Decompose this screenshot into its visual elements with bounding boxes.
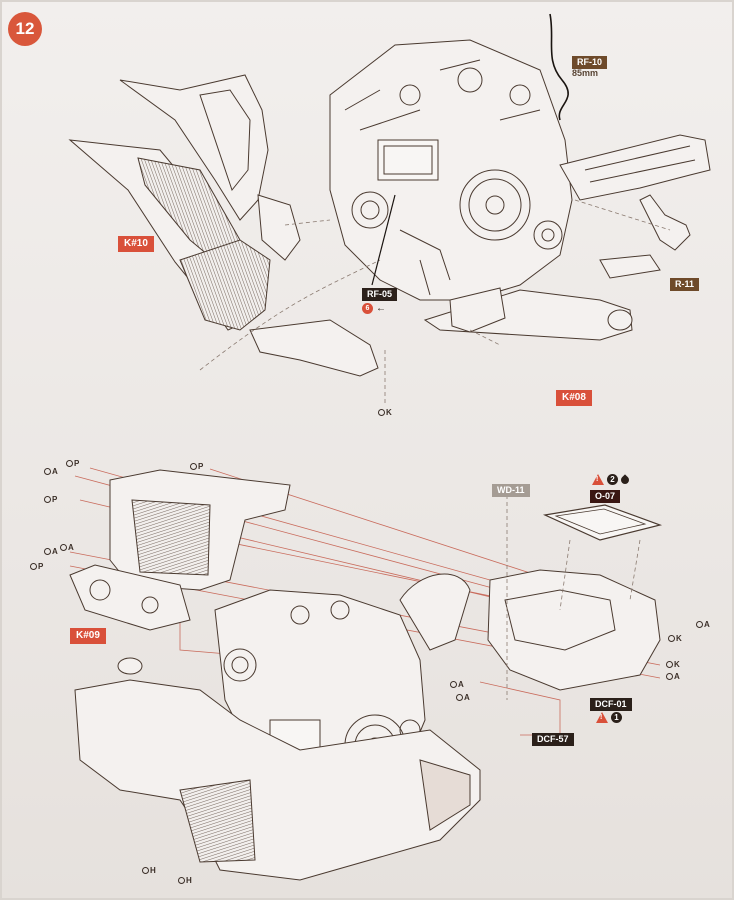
screw-label: P (74, 459, 80, 468)
part-label-dcf01: DCF-01 (590, 698, 632, 711)
screw-icon (456, 694, 463, 701)
top-engine (329, 39, 573, 301)
screw-icon (44, 496, 51, 503)
bottom-side-panel (487, 569, 661, 691)
rf05-step-icon: 6 (362, 303, 373, 314)
part-label-dcf57: DCF-57 (532, 733, 574, 746)
screw-label: A (458, 680, 464, 689)
bottom-leader-lines (506, 495, 641, 700)
screw-icon (378, 409, 385, 416)
screw-icon (666, 673, 673, 680)
dcf01-warning: 1 (596, 712, 622, 723)
rf10-length: 85mm (572, 68, 599, 78)
screw-icon (450, 681, 457, 688)
part-label-rf05: RF-05 (362, 288, 398, 301)
screw-a-mid-2: A (456, 693, 470, 702)
screw-p-1: P (66, 459, 79, 468)
dcf01-step-number: 1 (611, 712, 622, 723)
part-label-o07: O-07 (590, 490, 621, 503)
rf05-pointer (371, 194, 396, 286)
part-label-k08: K#08 (556, 390, 592, 406)
screw-label: H (186, 876, 192, 885)
screw-icon (44, 468, 51, 475)
screw-label: A (52, 547, 58, 556)
screw-h-1: H (142, 866, 156, 875)
screw-label: K (676, 634, 682, 643)
screw-icon (142, 867, 149, 874)
screw-a-3: A (60, 543, 74, 552)
screw-icon (178, 877, 185, 884)
o07-step-number: 2 (607, 474, 618, 485)
bottom-lower-fairing (74, 657, 481, 881)
screw-icon (668, 635, 675, 642)
bottom-airbox-gasket (542, 504, 663, 541)
part-label-r11: R-11 (670, 278, 700, 291)
screw-p-3: P (44, 495, 57, 504)
screw-label: A (52, 467, 58, 476)
screw-label: A (704, 620, 710, 629)
top-fairing-frame (68, 74, 379, 377)
part-label-rf10: RF-10 (572, 56, 608, 69)
top-leader-lines (199, 199, 671, 405)
screw-p-4: P (30, 562, 43, 571)
screw-icon (30, 563, 37, 570)
screw-k-top: K (378, 408, 392, 417)
arrow-left-icon: ← (376, 303, 386, 314)
rf10-wire (549, 13, 569, 121)
o07-warning: 2 (592, 473, 631, 486)
screw-icon (66, 460, 73, 467)
screw-k-right-2: K (666, 660, 680, 669)
screw-label: A (68, 543, 74, 552)
screw-a-right-2: A (666, 672, 680, 681)
screw-label: P (52, 495, 58, 504)
screw-k-label: K (386, 408, 392, 417)
screw-a-1: A (44, 467, 58, 476)
screw-p-2: P (190, 462, 203, 471)
screw-label: H (150, 866, 156, 875)
part-label-wd11: WD-11 (492, 484, 530, 497)
part-label-k10: K#10 (118, 236, 154, 252)
screw-a-right-1: A (696, 620, 710, 629)
screw-label: P (38, 562, 44, 571)
screw-h-2: H (178, 876, 192, 885)
warning-icon (596, 712, 608, 723)
screw-a-mid-1: A (450, 680, 464, 689)
screw-icon (696, 621, 703, 628)
screw-a-2: A (44, 547, 58, 556)
screw-icon (190, 463, 197, 470)
screw-label: P (198, 462, 204, 471)
screw-icon (44, 548, 51, 555)
rf05-note: 6 ← (362, 303, 386, 314)
glue-drop-icon (619, 473, 631, 486)
top-swingarm-cover (423, 287, 633, 341)
screw-label: K (674, 660, 680, 669)
screw-icon (60, 544, 67, 551)
screw-label: A (674, 672, 680, 681)
screw-k-right-1: K (668, 634, 682, 643)
warning-icon (592, 474, 604, 485)
bottom-radiator (69, 469, 291, 631)
part-label-k09: K#09 (70, 628, 106, 644)
screw-label: A (464, 693, 470, 702)
screw-icon (666, 661, 673, 668)
step-number: 12 (15, 19, 35, 38)
top-exhaust-pipe (559, 134, 711, 279)
step-number-badge: 12 (8, 12, 42, 46)
